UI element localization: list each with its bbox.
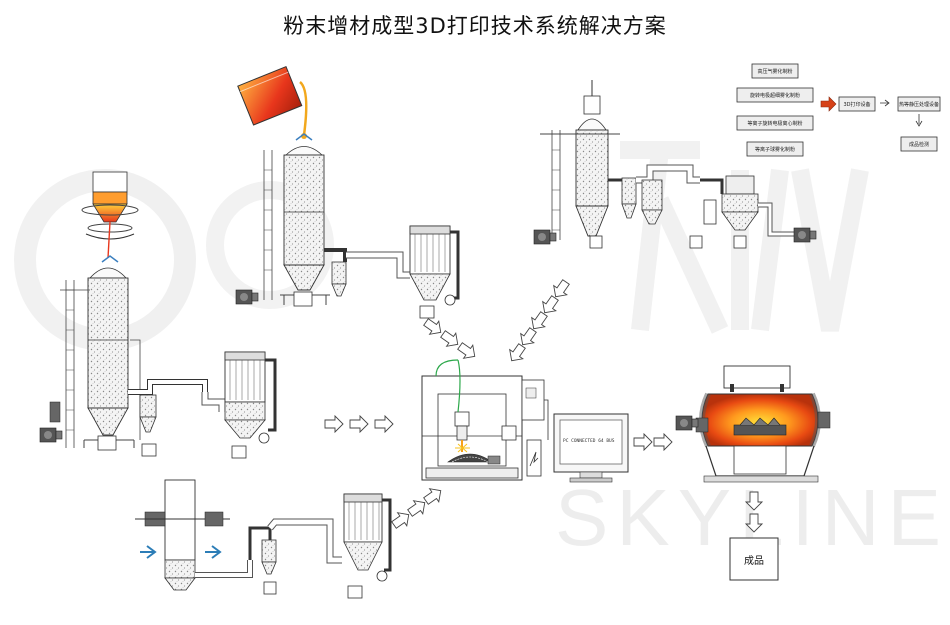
control-monitor: PC CONNECTED 64 BUS	[553, 413, 629, 483]
flow-box-source1	[751, 63, 799, 79]
hip-furnace	[675, 365, 831, 483]
flow-box-source1-label: 高压气雾化制粉	[757, 68, 792, 75]
flowchart: 高压气雾化制粉 旋转电极超细雾化制粉 等离子旋转电极离心制粉 等离子球雾化制粉 …	[736, 63, 941, 157]
top-right-unit	[533, 80, 817, 249]
flow-box-source3	[736, 115, 814, 131]
flow-box-printer	[838, 96, 876, 112]
flow-box-heat-treat-label: 热等静压处理设备	[899, 101, 939, 108]
left-atomizer	[39, 171, 277, 459]
flow-arrow-main	[820, 96, 837, 112]
flow-box-source2	[736, 87, 814, 103]
flow-box-printer-label: 3D打印设备	[843, 101, 870, 108]
flow-box-source4-label: 等离子球雾化制粉	[755, 146, 795, 153]
product-box: 成品	[729, 537, 779, 581]
top-atomizer	[235, 65, 460, 319]
flow-arrow-3	[915, 114, 923, 127]
flow-box-finished-label: 成品检测	[909, 141, 929, 148]
flow-box-source2-label: 旋转电极超细雾化制粉	[750, 92, 800, 99]
flow-box-heat-treat	[897, 96, 941, 112]
monitor-text: PC CONNECTED 64 BUS	[563, 438, 615, 444]
flow-box-source3-label: 等离子旋转电极离心制粉	[747, 120, 802, 127]
product-label: 成品	[744, 555, 764, 567]
bottom-left-unit	[135, 479, 392, 599]
watermark: SKYLINE	[14, 141, 941, 562]
3d-printer	[421, 359, 549, 481]
flow-box-finished	[900, 136, 938, 152]
page-title: 粉末增材成型3D打印技术系统解决方案	[283, 14, 667, 38]
flow-box-source4	[746, 141, 804, 157]
flow-arrow-2	[880, 99, 890, 107]
